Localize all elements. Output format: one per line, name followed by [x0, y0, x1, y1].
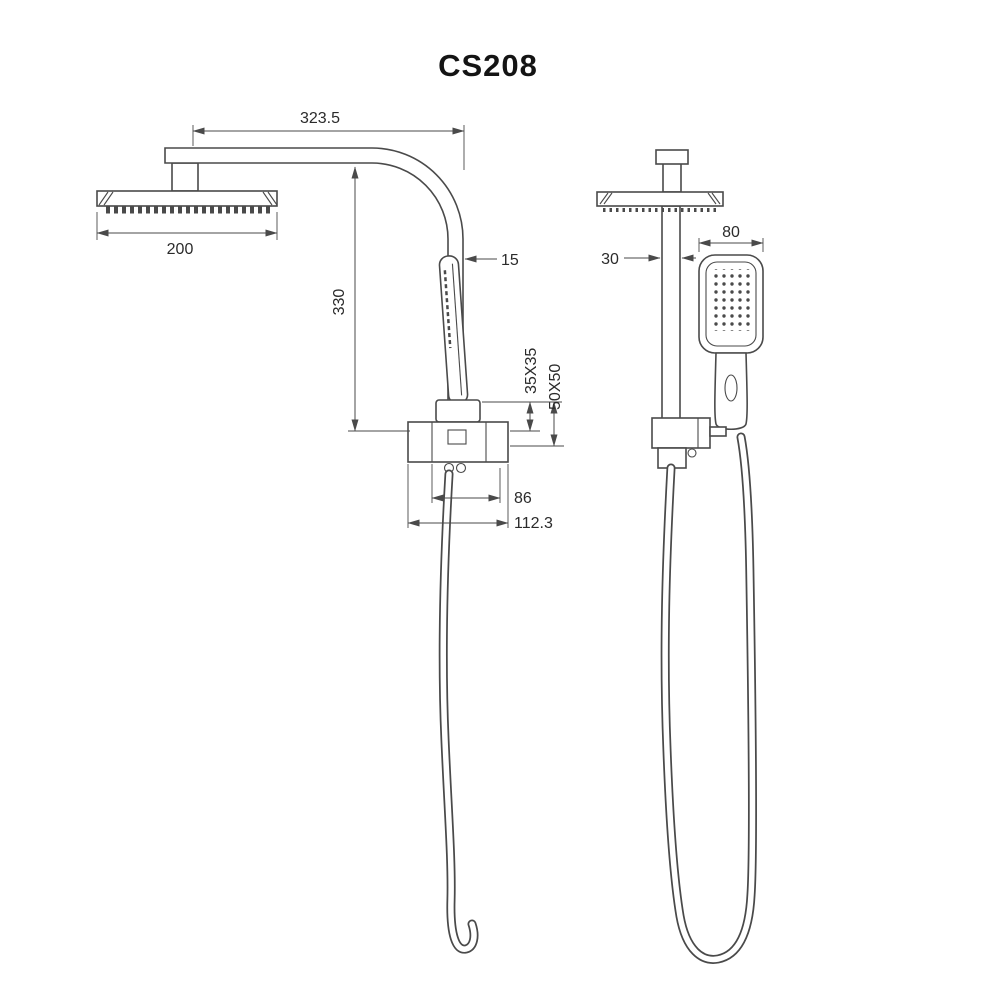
wall-bracket-front — [651, 417, 727, 469]
dim-outlet-span: 86 — [431, 464, 532, 507]
hand-shower-spray-face — [711, 269, 753, 331]
dim-holder-size: 35X35 — [482, 348, 562, 432]
dim-pipe-size: 15 — [464, 252, 519, 269]
hand-shower-front — [698, 254, 764, 431]
side-view: 323.5 200 330 15 35X35 — [96, 110, 564, 954]
bracket-pin — [709, 426, 727, 437]
rain-shower-head-front — [596, 191, 724, 212]
hand-shower-holder-side — [435, 399, 481, 423]
dim-bracket-width-label: 112.3 — [514, 515, 553, 532]
dim-drop-height-label: 330 — [331, 289, 348, 316]
dim-handshower-width-label: 80 — [722, 224, 740, 241]
shower-hose-front — [660, 432, 758, 964]
dim-arm-reach: 323.5 — [192, 110, 465, 170]
dim-rail-size: 30 — [601, 251, 696, 268]
wall-bracket-side — [407, 399, 509, 474]
shower-arm-side — [164, 147, 464, 423]
dim-bracket-size: 50X50 — [510, 364, 564, 447]
head-plate-side — [96, 190, 278, 207]
arm-mount-front — [655, 149, 689, 193]
hand-shower-face-ribs — [443, 270, 452, 349]
dim-outlet-span-label: 86 — [514, 490, 532, 507]
dim-bracket-width: 112.3 — [407, 464, 553, 532]
mode-button — [724, 374, 738, 402]
hose-outline-front — [660, 432, 758, 964]
rain-shower-head-side — [96, 190, 278, 214]
arm-mount-body — [171, 162, 199, 192]
outlet-ring-front — [687, 448, 697, 458]
diverter-detail — [447, 429, 467, 445]
head-plate-hatch-front — [599, 192, 721, 205]
drawing-title: CS208 — [438, 48, 538, 83]
arm-mount-side — [171, 162, 199, 192]
dim-head-width: 200 — [96, 212, 278, 258]
outlet-ring-right — [455, 462, 467, 474]
dim-rail-size-label: 30 — [601, 251, 619, 268]
bracket-body-front — [651, 417, 711, 449]
dim-holder-size-label: 35X35 — [523, 348, 540, 394]
dim-drop-height: 330 — [331, 166, 410, 432]
head-plate-hatch — [98, 191, 278, 206]
shower-hose-side — [438, 469, 479, 954]
hand-shower-handle-front — [714, 352, 748, 431]
hose-fill-side — [440, 471, 477, 952]
hand-shower-contour — [451, 263, 463, 396]
hand-shower-inner-border — [705, 261, 757, 347]
mount-stem-front — [662, 161, 682, 193]
head-plate-front — [596, 191, 724, 207]
dim-head-width-label: 200 — [167, 241, 194, 258]
shower-rail-front — [661, 205, 681, 421]
dim-handshower-width: 80 — [698, 224, 764, 252]
front-view: 30 80 — [596, 149, 764, 964]
dim-bracket-size-label: 50X50 — [547, 364, 564, 410]
bracket-body-side — [407, 421, 509, 463]
hose-fill-front — [662, 434, 756, 963]
dim-arm-reach-label: 323.5 — [300, 110, 340, 127]
mount-flange-front — [655, 149, 689, 165]
dim-pipe-size-label: 15 — [501, 252, 519, 269]
